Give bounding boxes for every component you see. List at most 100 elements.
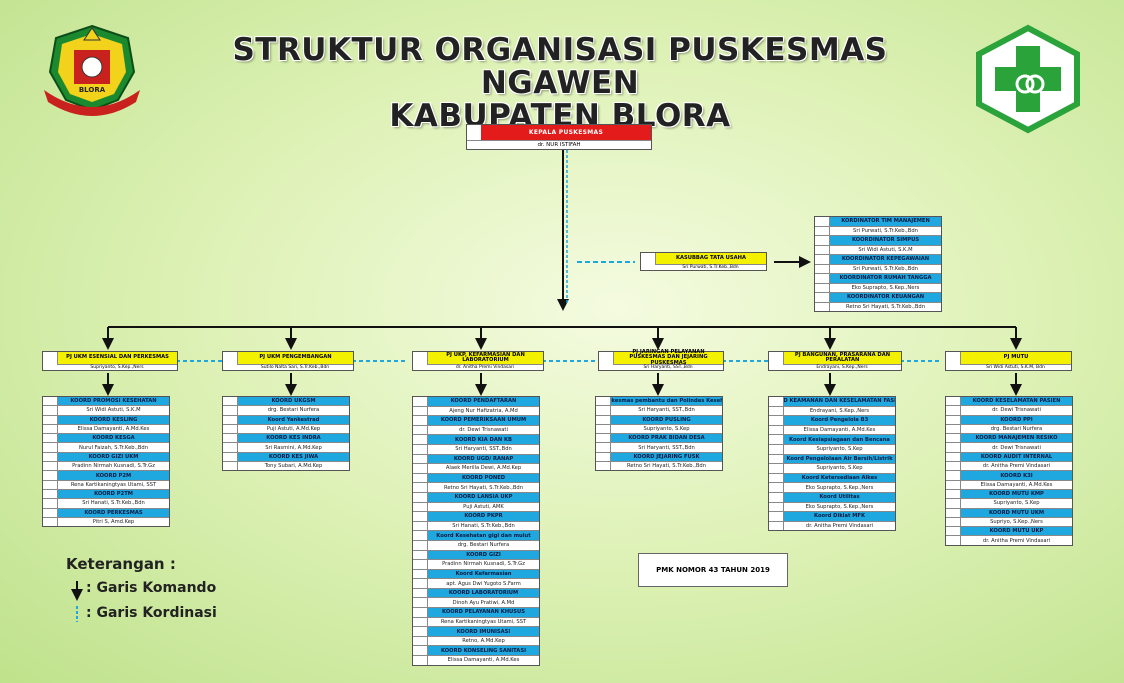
koord-title: KOORD KES JIWA xyxy=(238,452,349,462)
koordinator-tu-person: Retno Sri Hayati, S.Tr.Keb.,Bdn xyxy=(830,302,941,311)
koord-name-row: Puji Astuti, AMK xyxy=(413,502,539,513)
koord-name-row: Sri Haryanti, SST.,Bdn xyxy=(413,444,539,455)
kepala-puskesmas-box: KEPALA PUSKESMAS dr. NUR ISTIFAH xyxy=(466,124,652,150)
koord-person: Supriyanto, S.Kep xyxy=(611,424,722,434)
koord-name-row: Rena Kartikaningtyas Utami, SST xyxy=(413,617,539,628)
koord-name-row: Supriyanto, S.Kep xyxy=(596,424,722,435)
koord-title: KOORD KESLING xyxy=(58,415,169,424)
koord-title: Koord Pengelola B3 xyxy=(784,416,895,425)
koord-person: Sri Hanati, S.Tr.Keb.,Bdn xyxy=(428,521,539,531)
koord-title-row: KOORD PRAK BIDAN DESA xyxy=(596,434,722,444)
pj-title: PJ JARINGAN PELAYANAN PUSKESMAS DAN JEJA… xyxy=(614,349,723,366)
koord-name-row: Eko Suprapto, S.Kep.,Ners xyxy=(769,502,895,513)
koord-person: Retno Sri Hayati, S.Tr.Keb.,Bdn xyxy=(611,462,722,471)
koord-name-row: Tony Subari, A.Md.Kep xyxy=(223,462,349,471)
koord-title-row: KOORD K3I xyxy=(946,471,1072,481)
koord-person: dr. Dewi Trisnawati xyxy=(961,443,1072,452)
koordinator-tu-name: Sri Widi Astuti, S.K.M xyxy=(815,245,941,255)
koord-person: Sri Haryanti, SST.,Bdn xyxy=(611,406,722,415)
koord-person: Pradinn Nirmah Kusnadi, S.Tr.Gz xyxy=(428,560,539,569)
koord-title-row: KOORD LABORATORIUM xyxy=(413,588,539,599)
puskesmas-cross-icon xyxy=(973,24,1083,134)
legend-kordinasi: : Garis Kordinasi xyxy=(86,605,217,621)
blora-regency-seal-icon: BLORA xyxy=(38,20,146,116)
pj-title: PJ UKM PENGEMBANGAN xyxy=(238,352,353,364)
koord-person: Sri Widi Astuti, S.K.M xyxy=(58,406,169,415)
koord-person: apt. Agus Dwi Yugoto S.Farm xyxy=(428,579,539,588)
koordinator-tu-name: Eko Suprapto, S.Kep.,Ners xyxy=(815,283,941,293)
koord-person: Supriyanto, S.Kep xyxy=(784,464,895,473)
koord-title-row: KOORD UKGSM xyxy=(223,397,349,407)
koord-title: Koord Utilitas xyxy=(784,492,895,502)
pj-title: PJ UKP, KEFARMASIAN DAN LABORATORIUM xyxy=(428,352,543,364)
koordinator-tu-title: KORDINATOR TIM MANAJEMEN xyxy=(815,217,941,227)
koord-person: Elissa Damayanti, A.Md.Kes xyxy=(58,424,169,434)
koord-title-row: Koord Kefarmasian xyxy=(413,569,539,580)
koord-title-row: KOORD KESGA xyxy=(43,434,169,444)
kasubbag-name: Sri Purwati, S.Tr.Keb.,Bdn xyxy=(655,264,766,270)
pj-title: PJ UKM ESENSIAL DAN PERKESMAS xyxy=(58,352,177,364)
koord-title-row: Koord Kesiapsiagaan dan Bencana xyxy=(769,435,895,445)
koord-title-row: KOORD MUTU KMP xyxy=(946,489,1072,500)
koord-title: Koord Diklat MFK xyxy=(784,512,895,521)
pj-title: PJ MUTU xyxy=(961,352,1071,364)
koord-person: Tony Subari, A.Md.Kep xyxy=(238,462,349,471)
koord-name-row: Elissa Damayanti, A.Md.Kes xyxy=(413,656,539,665)
koord-title-row: KOORD KEAMANAN DAN KESELAMATAN FASILITAS xyxy=(769,397,895,407)
kasubbag-box: KASUBBAG TATA USAHA Sri Purwati, S.Tr.Ke… xyxy=(640,252,767,271)
koord-name-row: dr. Dewi Trisnawati xyxy=(946,406,1072,416)
koord-person: Supriyanto, S.Kep xyxy=(784,444,895,454)
koord-name-row: Elissa Damayanti, A.Md.Kes xyxy=(946,480,1072,490)
koord-title: KOORD LANSIA UKP xyxy=(428,492,539,502)
pj-name: Endrayani, S.Kep.,Ners xyxy=(783,364,901,370)
koord-name-row: Pradinn Nirmah Kusnadi, S.Tr.Gz xyxy=(413,560,539,570)
koord-name-row: Retno, A.Md.Kep xyxy=(413,636,539,647)
koord-title-row: KOORD KES JIWA xyxy=(223,452,349,463)
pmk-reference-box: PMK NOMOR 43 TAHUN 2019 xyxy=(638,553,788,587)
pj-title: PJ BANGUNAN, PRASARANA DAN PERALATAN xyxy=(784,352,901,364)
koord-person: dr. Anitha Premi Vindasari xyxy=(784,521,895,531)
pj-name: Sutilo Nalta Sari, S.Tr.Keb.,Bdn xyxy=(237,364,353,370)
koordinator-tu-label: KOORDINATOR KEPEGAWAIAN xyxy=(830,255,941,264)
koord-title: KOORD MUTU UKM xyxy=(961,508,1072,517)
koord-title: KOORD MUTU UKP xyxy=(961,527,1072,536)
koord-person: Sri Haryanti, SST.,Bdn xyxy=(611,443,722,452)
koord-title-row: Koord Pengelola B3 xyxy=(769,416,895,426)
koord-name-row: Sri Haryanti, SST.,Bdn xyxy=(596,443,722,453)
koord-title: Koord Yankestrad xyxy=(238,415,349,424)
koord-person: dr. Dewi Trisnawati xyxy=(961,406,1072,415)
koord-person: Eko Suprapto, S.Kep.,Ners xyxy=(784,483,895,492)
koord-title-row: KOORD GIZI UKM xyxy=(43,452,169,463)
koord-name-row: Endrayani, S.Kep.,Ners xyxy=(769,406,895,417)
koord-title: Koord Kesiapsiagaan dan Bencana xyxy=(784,435,895,444)
koord-person: Rena Kartikaningtyas Utami, SST xyxy=(58,480,169,489)
koord-title-row: Koord. Puskesmas pembantu dan Polindes K… xyxy=(596,397,722,407)
koord-title-row: KOORD KONSELING SANITASI xyxy=(413,646,539,657)
koordinator-tu-person: Sri Widi Astuti, S.K.M xyxy=(830,245,941,254)
koordinator-tu-title: KOORDINATOR SIMPUS xyxy=(815,236,941,246)
koord-title: KOORD PKPR xyxy=(428,512,539,521)
legend-title: Keterangan : xyxy=(66,555,176,573)
koord-person: Sri Haryanti, SST.,Bdn xyxy=(428,444,539,454)
koord-title: KOORD KONSELING SANITASI xyxy=(428,646,539,656)
koord-title: KOORD PUSLING xyxy=(611,415,722,424)
koordinator-tu-name: Sri Purwati, S.Tr.Keb.,Bdn xyxy=(815,264,941,274)
koordinator-tu-label: KOORDINATOR KEUANGAN xyxy=(830,293,941,302)
koord-title-row: KOORD LANSIA UKP xyxy=(413,492,539,503)
koord-title: Koord Pengelolaan Air Bersih/Listrik xyxy=(784,454,895,464)
koord-title: KOORD P2M xyxy=(58,471,169,480)
koord-person: Elissa Damayanti, A.Md.Kes xyxy=(428,656,539,665)
koord-person: Elissa Damayanti, A.Md.Kes xyxy=(784,425,895,435)
koord-title: KOORD AUDIT INTERNAL xyxy=(961,452,1072,462)
koord-column: Koord. Puskesmas pembantu dan Polindes K… xyxy=(595,396,723,472)
koord-name-row: Elissa Damayanti, A.Md.Kes xyxy=(43,424,169,435)
koord-name-row: Eko Suprapto, S.Kep.,Ners xyxy=(769,483,895,493)
koord-name-row: Supriyanto, S.Kep xyxy=(769,464,895,474)
koord-title-row: KOORD GIZI xyxy=(413,550,539,561)
koord-person: drg. Bestari Nurfera xyxy=(428,540,539,550)
koord-title: KOORD K3I xyxy=(961,471,1072,480)
